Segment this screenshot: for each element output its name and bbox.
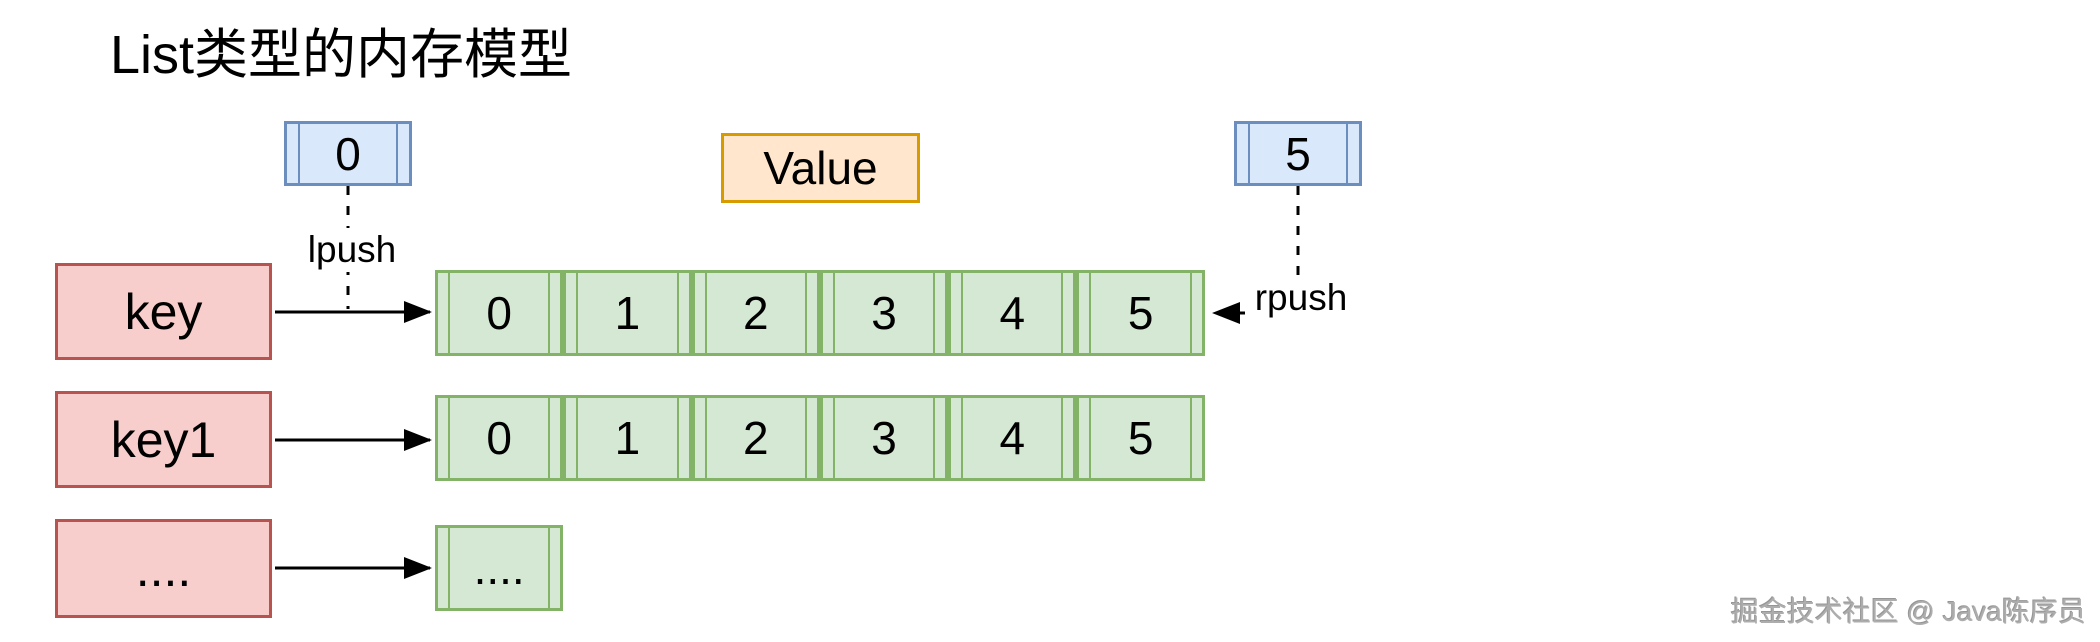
list-cell-value: 1 <box>614 412 641 464</box>
list-cell: 2 <box>691 270 820 356</box>
key-box: key <box>55 263 272 360</box>
watermark: 掘金技术社区 @ Java陈序员 <box>1730 596 2086 627</box>
list-cell: 3 <box>819 395 949 481</box>
list-cell: .... <box>435 525 564 611</box>
list-cell-value: 0 <box>486 412 512 464</box>
list-cell-value: 5 <box>1127 287 1154 339</box>
list-cell-value: 2 <box>742 287 769 339</box>
rpush-index-box: 5 <box>1234 121 1362 186</box>
process-left-bar <box>1248 124 1250 183</box>
list-cell: 0 <box>435 395 564 481</box>
process-right-bar <box>1346 124 1348 183</box>
list-cell: 3 <box>819 270 949 356</box>
list-cell-value: 1 <box>614 287 641 339</box>
list-cell: 5 <box>1076 270 1205 356</box>
list-cell-value: 2 <box>742 412 769 464</box>
value-label: Value <box>763 142 878 194</box>
list-cell-value: 3 <box>871 287 897 339</box>
lpush-index-box: 0 <box>284 121 412 186</box>
lpush-label: lpush <box>299 228 405 272</box>
list-cell: 2 <box>691 395 820 481</box>
list-cell-value: 0 <box>486 287 512 339</box>
list-cell-value: .... <box>473 542 525 594</box>
list-cell: 0 <box>435 270 564 356</box>
key1-box: key1 <box>55 391 272 488</box>
list-cell: 4 <box>948 395 1077 481</box>
list-cell: 4 <box>948 270 1077 356</box>
value-box: Value <box>721 133 920 203</box>
process-left-bar <box>298 124 300 183</box>
page-title: List类型的内存模型 <box>110 25 573 85</box>
list-cell-value: 4 <box>999 412 1026 464</box>
process-right-bar <box>396 124 398 183</box>
lpush-index-value: 0 <box>335 127 361 180</box>
list-cell-value: 3 <box>871 412 897 464</box>
key1-list: 0 1 2 3 4 5 <box>435 395 1205 481</box>
list-cell-value: 5 <box>1127 412 1154 464</box>
key1-label: key1 <box>110 411 217 468</box>
list-cell: 1 <box>563 270 692 356</box>
dots-key-box: .... <box>55 519 272 618</box>
dots-list: .... <box>435 525 564 611</box>
list-cell-value: 4 <box>999 287 1026 339</box>
rpush-label: rpush <box>1246 276 1356 320</box>
key-label: key <box>124 283 203 340</box>
list-cell: 1 <box>563 395 692 481</box>
list-cell: 5 <box>1076 395 1205 481</box>
rpush-index-value: 5 <box>1285 127 1311 180</box>
dots-key-label: .... <box>135 540 192 597</box>
key-list: 0 1 2 3 4 5 <box>435 270 1205 356</box>
